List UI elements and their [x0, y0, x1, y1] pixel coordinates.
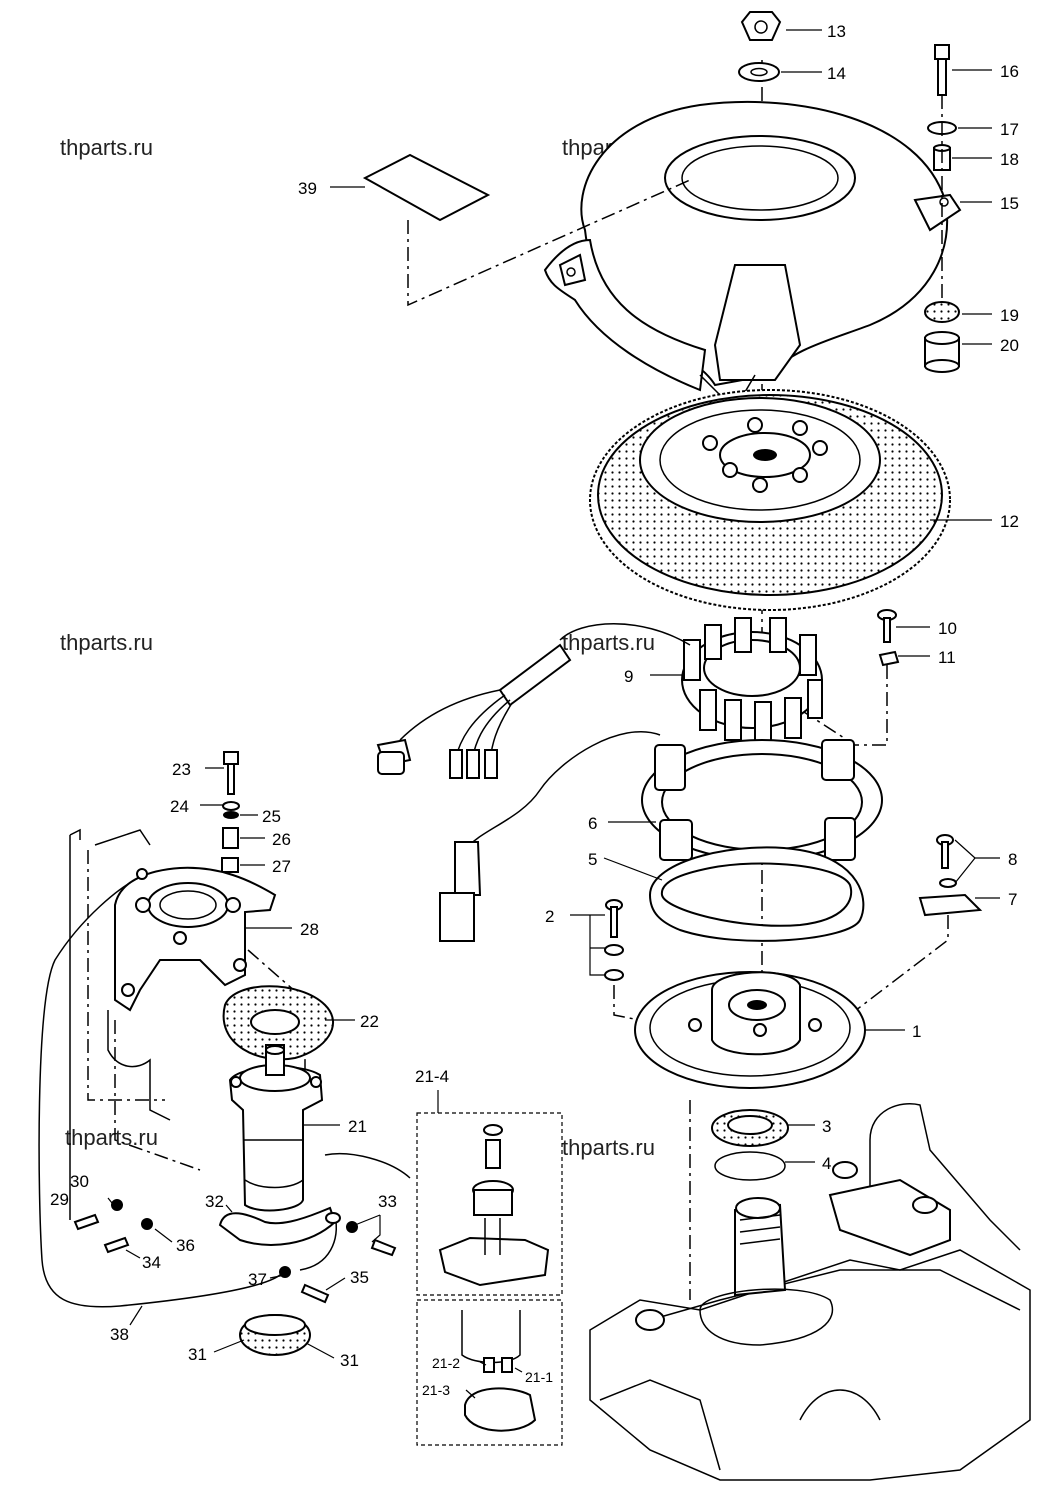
- pinion-assembly: [438, 1124, 550, 1287]
- collar-26: [222, 827, 239, 849]
- callout-27: 27: [272, 857, 291, 876]
- o-ring-4: [714, 1151, 786, 1181]
- coil-harness: [376, 623, 691, 779]
- watermark: thparts.ru: [65, 1125, 158, 1150]
- rubber-31: [239, 1314, 311, 1356]
- callout-31b: 31: [340, 1351, 359, 1370]
- callout-36: 36: [176, 1236, 195, 1255]
- callout-21-3: 21-3: [422, 1382, 450, 1398]
- callout-17: 17: [1000, 120, 1019, 139]
- callout-33: 33: [378, 1192, 397, 1211]
- callout-7: 7: [1008, 890, 1017, 909]
- bolt-23: [223, 751, 239, 795]
- grommet-19: [924, 301, 960, 323]
- callout-38: 38: [110, 1325, 129, 1344]
- band-32: [218, 1206, 337, 1246]
- callout-2: 2: [545, 907, 554, 926]
- callout-23: 23: [172, 760, 191, 779]
- callout-8: 8: [1008, 850, 1017, 869]
- callout-21: 21: [348, 1117, 367, 1136]
- callout-10: 10: [938, 619, 957, 638]
- callout-11: 11: [938, 648, 956, 667]
- callout-22: 22: [360, 1012, 379, 1031]
- ring-5: [648, 846, 865, 942]
- bolt-16: [934, 44, 950, 96]
- detail-box-21-4: [416, 1112, 563, 1296]
- callout-15: 15: [1000, 194, 1019, 213]
- callout-5: 5: [588, 850, 597, 869]
- label-card-39: [362, 153, 491, 222]
- brush-assembly: [461, 1310, 537, 1432]
- callout-12: 12: [1000, 512, 1019, 531]
- leader-lines: [107, 29, 1000, 1399]
- callout-20: 20: [1000, 336, 1019, 355]
- callout-9: 9: [624, 667, 633, 686]
- callout-4: 4: [822, 1154, 831, 1173]
- callout-19: 19: [1000, 306, 1019, 325]
- starter-motor-21: [228, 1044, 411, 1212]
- detail-box-brush: [416, 1299, 563, 1446]
- bracket-7: [918, 893, 983, 917]
- oil-seal-3: [711, 1109, 789, 1147]
- callout-31a: 31: [188, 1345, 207, 1364]
- screw-35: [300, 1283, 330, 1304]
- watermark: thparts.ru: [562, 630, 655, 655]
- callout-39: 39: [298, 179, 317, 198]
- callout-21-4: 21-4: [415, 1067, 449, 1086]
- engine-block: [589, 1103, 1031, 1481]
- callout-24: 24: [170, 797, 189, 816]
- callout-21-1: 21-1: [525, 1369, 553, 1385]
- base-plate-1: [634, 971, 866, 1089]
- washer-25: [223, 811, 239, 819]
- screw-34: [103, 1236, 130, 1254]
- callout-26: 26: [272, 830, 291, 849]
- bolt-8: [936, 834, 957, 888]
- screw-2: [604, 899, 624, 981]
- callout-37: 37: [248, 1270, 267, 1289]
- ground-wire-38: [38, 874, 281, 1308]
- watermark: thparts.ru: [562, 1135, 655, 1160]
- screws-33: [325, 1212, 397, 1257]
- callout-29: 29: [50, 1190, 69, 1209]
- screw-29: [73, 1213, 100, 1231]
- washer-30: [111, 1199, 123, 1211]
- callout-3: 3: [822, 1117, 831, 1136]
- callout-28: 28: [300, 920, 319, 939]
- callout-18: 18: [1000, 150, 1019, 169]
- flywheel-cover: [543, 100, 962, 396]
- callout-1: 1: [912, 1022, 921, 1041]
- watermark: thparts.ru: [60, 135, 153, 160]
- washer-24: [222, 801, 240, 811]
- callout-34: 34: [142, 1253, 161, 1272]
- pulser-harness: [439, 730, 661, 942]
- callout-32: 32: [205, 1192, 224, 1211]
- callout-6: 6: [588, 814, 597, 833]
- callout-21-2: 21-2: [432, 1355, 460, 1371]
- washer-14: [738, 62, 780, 82]
- stator-coil-9: [681, 617, 823, 743]
- collar-27: [221, 857, 239, 873]
- mount-20: [924, 331, 960, 373]
- callout-16: 16: [1000, 62, 1019, 81]
- flywheel-12: [589, 389, 951, 611]
- callout-30: 30: [70, 1172, 89, 1191]
- screw-10: [877, 609, 897, 643]
- pulser-ring-6: [641, 739, 883, 861]
- callout-14: 14: [827, 64, 846, 83]
- watermark: thparts.ru: [60, 630, 153, 655]
- washer-36: [141, 1218, 153, 1230]
- callout-labels: 13 14 16 17 18 15 19 20 39 12 10 11 9 6 …: [50, 22, 1019, 1398]
- callout-13: 13: [827, 22, 846, 41]
- callout-25: 25: [262, 807, 281, 826]
- nut-13: [740, 11, 782, 41]
- clip-11: [878, 650, 900, 667]
- callout-35: 35: [350, 1268, 369, 1287]
- starter-bracket-28: [69, 828, 277, 1220]
